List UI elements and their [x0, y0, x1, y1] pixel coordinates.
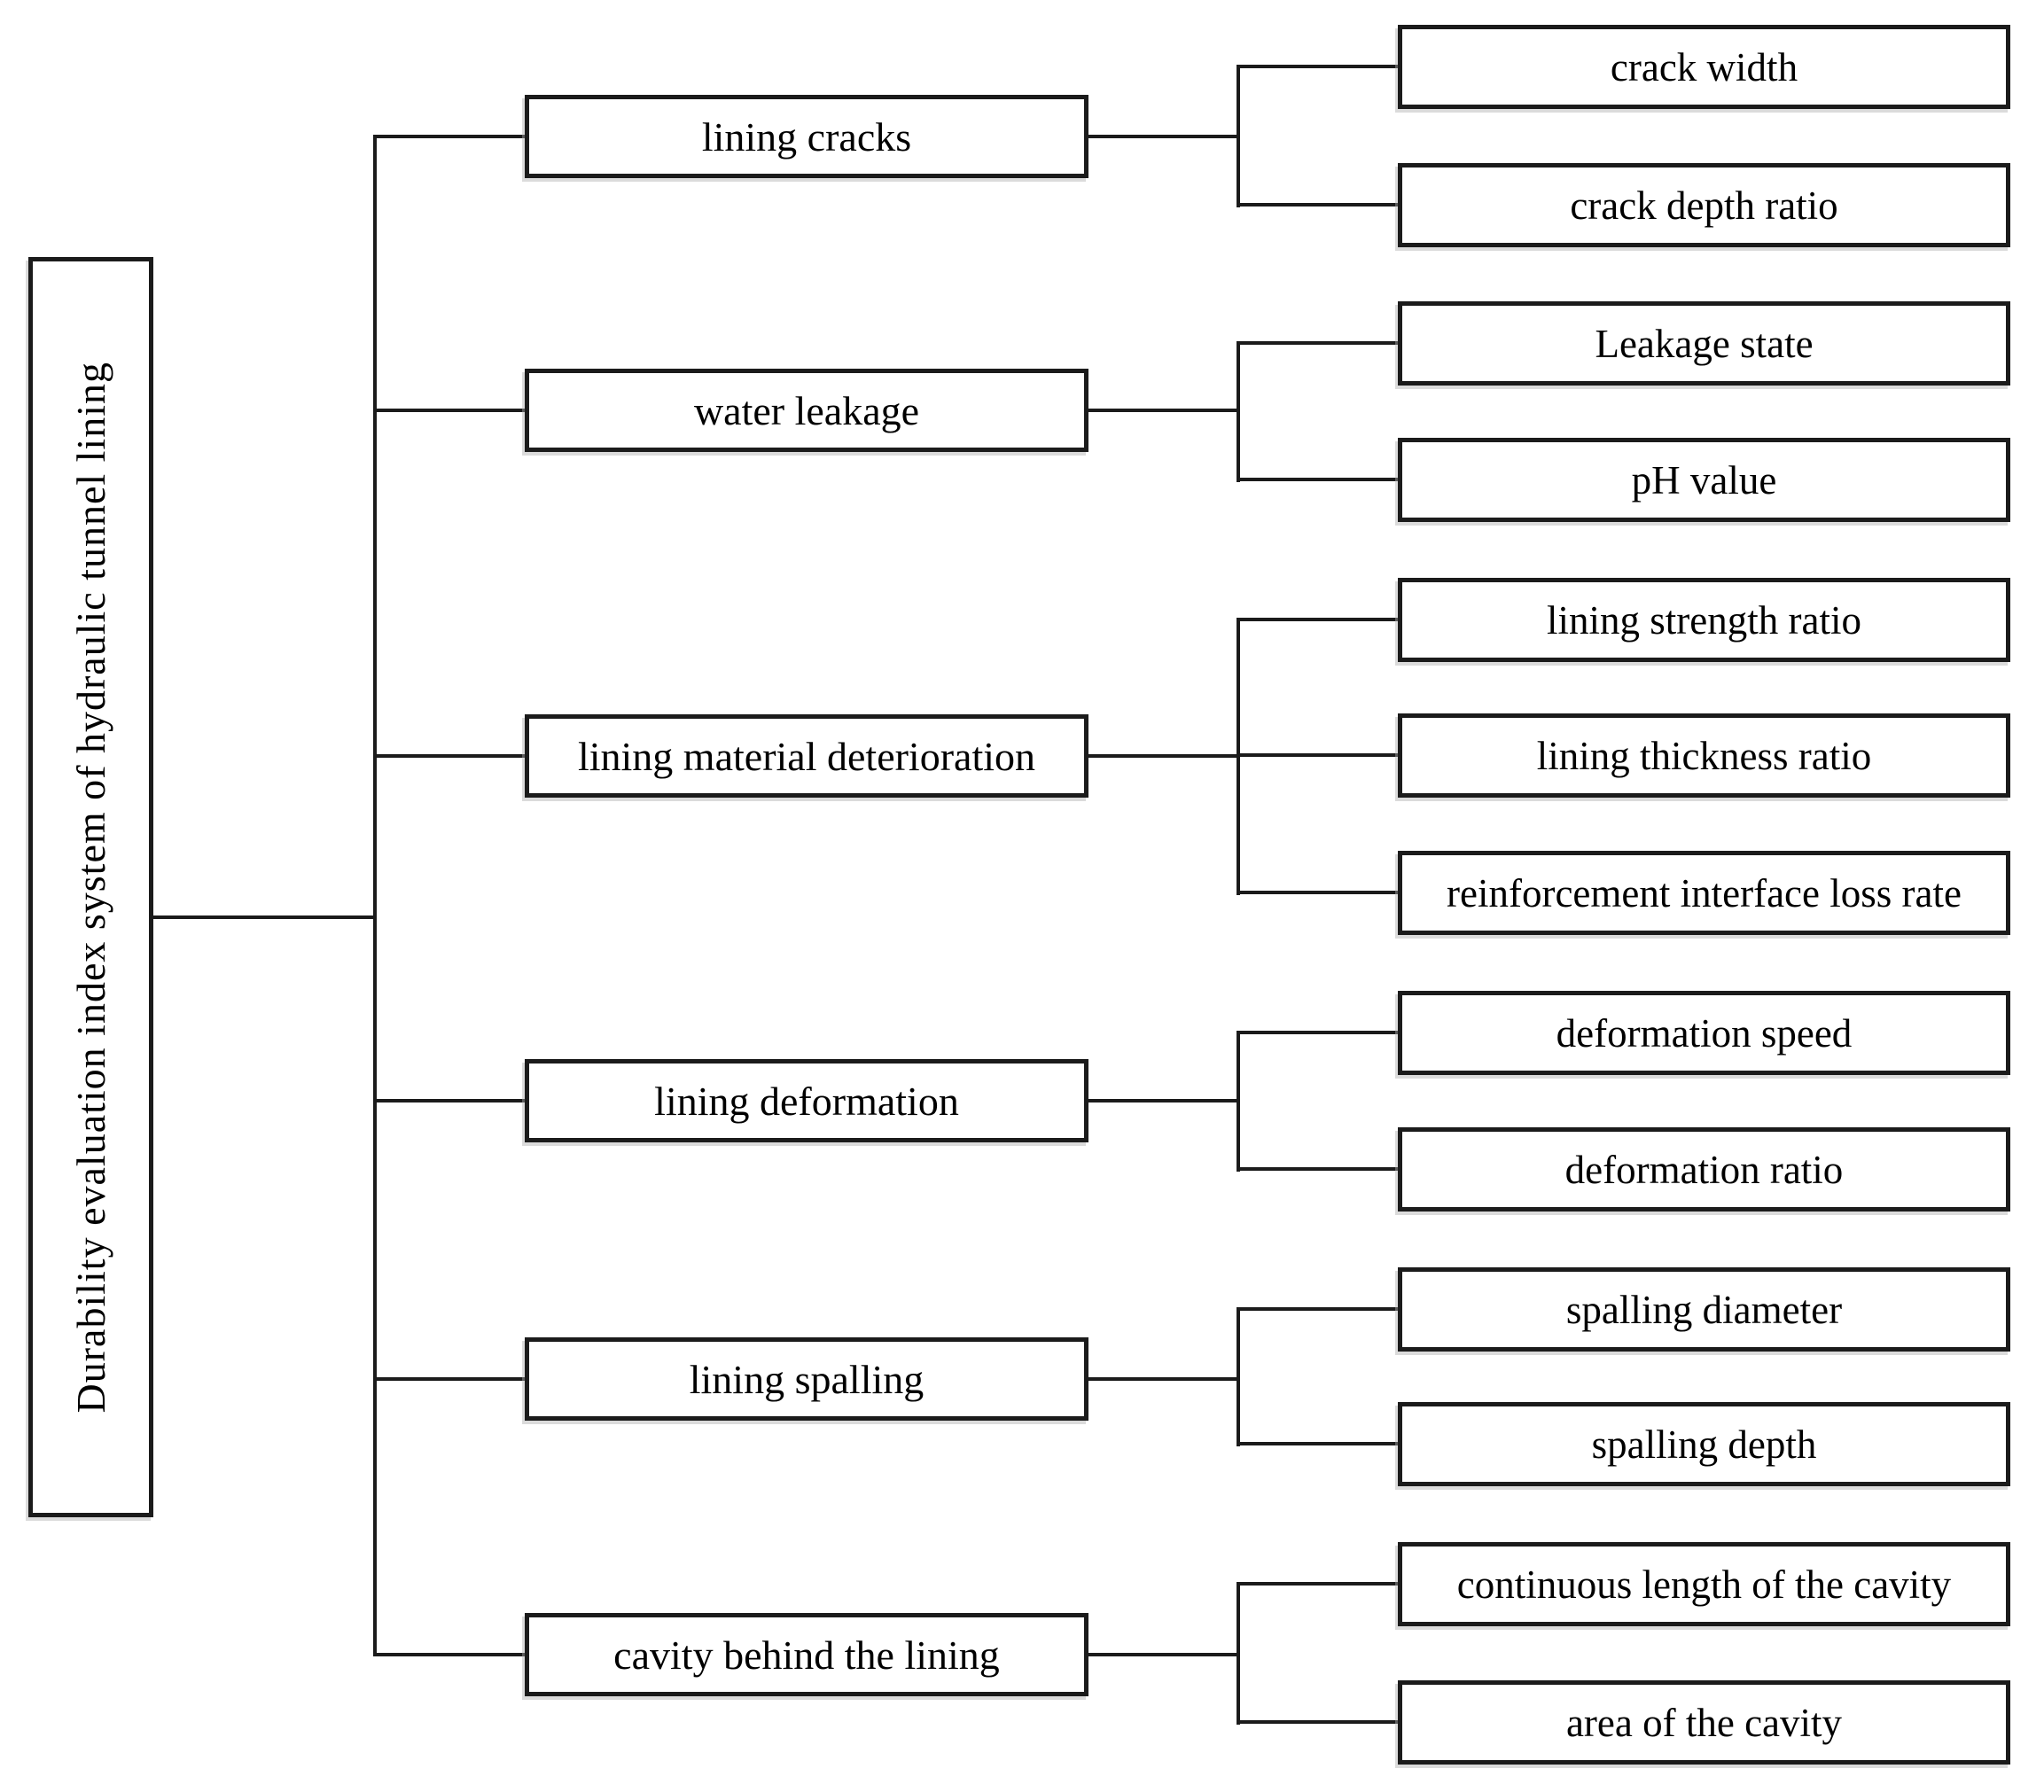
connector-root-to-spine	[152, 915, 375, 919]
category-node-water-leakage: water leakage	[525, 369, 1088, 452]
leaf-line-spalling-diameter	[1237, 1307, 1398, 1311]
root-node: Durability evaluation index system of hy…	[28, 257, 153, 1517]
bracket-water-leakage	[1237, 341, 1240, 482]
leaf-node-crack-width: crack width	[1398, 25, 2010, 109]
leaf-line-crack-depth-ratio	[1237, 203, 1398, 206]
category-label: lining deformation	[654, 1078, 959, 1124]
leaf-line-lining-thickness-ratio	[1237, 753, 1398, 757]
leaf-label: area of the cavity	[1565, 1700, 1843, 1745]
leaf-label: crack width	[1610, 44, 1798, 90]
category-label: lining material deterioration	[577, 733, 1036, 779]
leaf-line-deformation-speed	[1237, 1031, 1398, 1034]
category-node-lining-material-deterioration: lining material deterioration	[525, 714, 1088, 798]
leaf-line-reinforcement-interface-loss-rate	[1237, 891, 1398, 894]
category-label: water leakage	[693, 387, 920, 433]
leaf-label: spalling depth	[1591, 1422, 1817, 1467]
leaf-line-crack-width	[1237, 65, 1398, 68]
bracket-lining-deformation	[1237, 1031, 1240, 1172]
leaf-node-deformation-speed: deformation speed	[1398, 991, 2010, 1075]
stem-line-lining-material-deterioration	[1087, 754, 1238, 758]
leaf-node-reinforcement-interface-loss-rate: reinforcement interface loss rate	[1398, 851, 2010, 935]
category-label: cavity behind the lining	[613, 1632, 1000, 1678]
leaf-node-lining-strength-ratio: lining strength ratio	[1398, 578, 2010, 662]
root-label: Durability evaluation index system of hy…	[68, 361, 113, 1414]
bracket-cavity-behind-the-lining	[1237, 1582, 1240, 1725]
leaf-label: Leakage state	[1595, 321, 1814, 366]
leaf-node-lining-thickness-ratio: lining thickness ratio	[1398, 713, 2010, 798]
stem-line-cavity-behind-the-lining	[1087, 1653, 1238, 1656]
leaf-node-crack-depth-ratio: crack depth ratio	[1398, 163, 2010, 247]
stem-line-water-leakage	[1087, 409, 1238, 412]
category-label: lining cracks	[701, 113, 912, 160]
leaf-node-leakage-state: Leakage state	[1398, 301, 2010, 386]
connector-spine	[373, 135, 377, 1656]
category-node-lining-deformation: lining deformation	[525, 1059, 1088, 1142]
category-label: lining spalling	[689, 1356, 924, 1402]
leaf-label: lining thickness ratio	[1536, 733, 1872, 778]
leaf-label: pH value	[1631, 457, 1777, 503]
leaf-node-spalling-depth: spalling depth	[1398, 1402, 2010, 1486]
bracket-lining-cracks	[1237, 65, 1240, 207]
leaf-line-area-of-the-cavity	[1237, 1720, 1398, 1724]
branch-line-lining-deformation	[373, 1099, 525, 1102]
leaf-line-leakage-state	[1237, 341, 1398, 345]
leaf-node-deformation-ratio: deformation ratio	[1398, 1127, 2010, 1212]
branch-line-lining-spalling	[373, 1377, 525, 1381]
leaf-node-continuous-length-of-the-cavity: continuous length of the cavity	[1398, 1542, 2010, 1626]
leaf-line-lining-strength-ratio	[1237, 618, 1398, 621]
branch-line-cavity-behind-the-lining	[373, 1653, 525, 1656]
leaf-node-ph-value: pH value	[1398, 438, 2010, 522]
leaf-node-spalling-diameter: spalling diameter	[1398, 1267, 2010, 1352]
leaf-line-ph-value	[1237, 478, 1398, 481]
leaf-label: crack depth ratio	[1570, 183, 1838, 228]
leaf-label: deformation speed	[1556, 1010, 1853, 1056]
branch-line-water-leakage	[373, 409, 525, 412]
leaf-label: continuous length of the cavity	[1456, 1562, 1952, 1607]
leaf-label: deformation ratio	[1564, 1147, 1844, 1192]
stem-line-lining-spalling	[1087, 1377, 1238, 1381]
leaf-line-continuous-length-of-the-cavity	[1237, 1582, 1398, 1586]
category-node-lining-spalling: lining spalling	[525, 1337, 1088, 1421]
leaf-node-area-of-the-cavity: area of the cavity	[1398, 1680, 2010, 1765]
stem-line-lining-deformation	[1087, 1099, 1238, 1102]
leaf-label: spalling diameter	[1565, 1287, 1843, 1332]
category-node-cavity-behind-the-lining: cavity behind the lining	[525, 1613, 1088, 1696]
branch-line-lining-material-deterioration	[373, 754, 525, 758]
leaf-label: lining strength ratio	[1547, 597, 1861, 643]
leaf-label: reinforcement interface loss rate	[1447, 870, 1962, 915]
stem-line-lining-cracks	[1087, 135, 1238, 138]
leaf-line-spalling-depth	[1237, 1442, 1398, 1445]
bracket-lining-spalling	[1237, 1307, 1240, 1446]
branch-line-lining-cracks	[373, 135, 525, 138]
leaf-line-deformation-ratio	[1237, 1167, 1398, 1171]
category-node-lining-cracks: lining cracks	[525, 95, 1088, 178]
